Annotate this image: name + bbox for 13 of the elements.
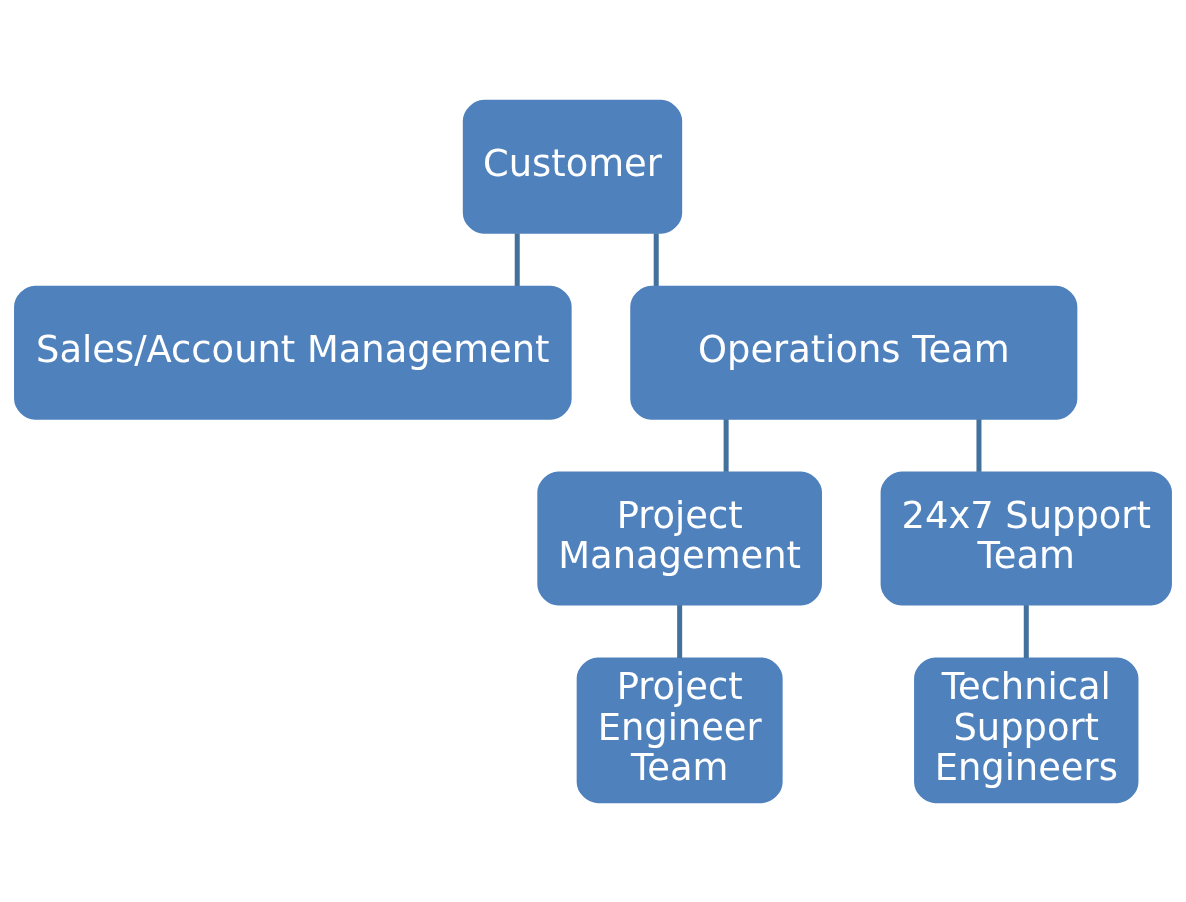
connector [677,604,683,658]
connector [514,232,520,286]
connector [976,418,982,472]
connector [653,232,659,286]
node-box: Technical Support Engineers [914,656,1139,803]
node-box: Project Management [537,471,822,606]
node-box: Sales/Account Management [14,285,572,420]
connector [723,418,729,472]
node-box: Project Engineer Team [576,656,783,803]
node-box: Operations Team [630,285,1078,420]
connector [1023,604,1029,658]
node-box: 24x7 Support Team [880,471,1172,606]
node-box: Customer [462,99,683,234]
